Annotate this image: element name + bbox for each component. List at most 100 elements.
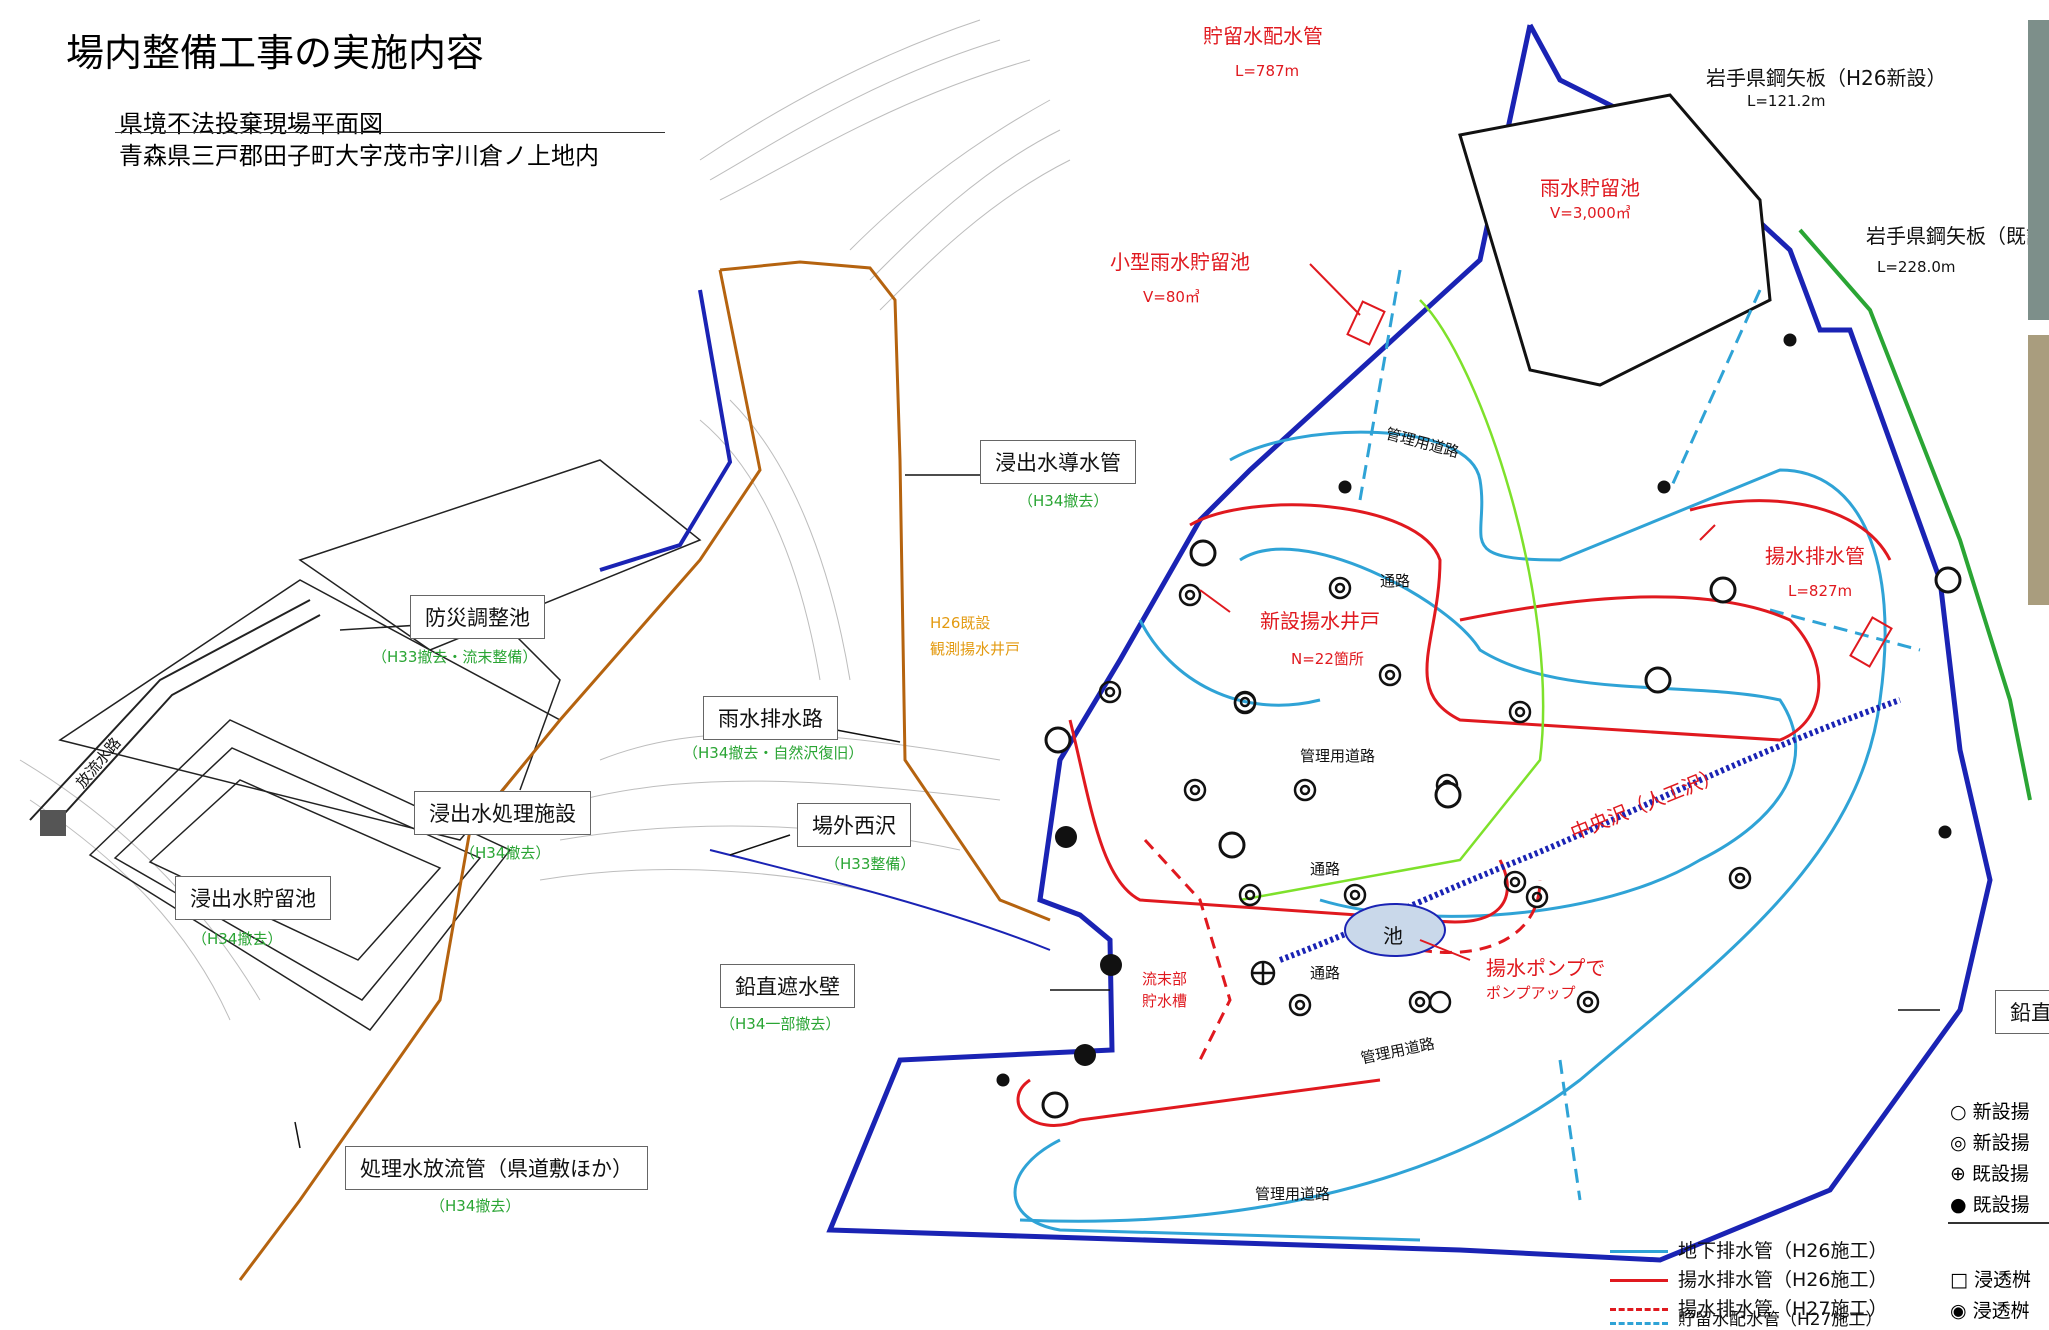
wells-new-double [1098, 576, 1752, 1017]
legend-symbol-4-label: 既設揚 [1972, 1194, 2030, 1216]
red-pump-pipes-dashed [1143, 838, 1542, 1061]
photo-thumbnail-2 [2028, 335, 2049, 605]
legend-symbol-4-glyph: ● [1950, 1194, 1967, 1216]
subtitle-1: 県境不法投棄現場平面図 [119, 110, 383, 138]
label-iwate-old: 岩手県鋼矢板（既設） [1866, 224, 2049, 248]
red-pump-pipes [1016, 499, 1892, 1127]
note-leach-facility: （H34撤去） [460, 844, 551, 862]
label-new-well: 新設揚水井戸 [1260, 609, 1380, 633]
label-rain-pond: 雨水貯留池 [1540, 176, 1640, 200]
label-small-pond: 小型雨水貯留池 [1110, 250, 1250, 274]
infiltration-pits [996, 333, 1952, 1087]
box-west-valley: 場外西沢 [797, 803, 911, 847]
box-cutoff-right: 鉛直 [1995, 990, 2049, 1034]
label-small-pond-v: V=80㎥ [1143, 288, 1200, 306]
photo-thumbnail-1 [2028, 20, 2049, 320]
label-storage-pipe: 貯留水配水管 [1203, 24, 1323, 48]
label-iwate-new-len: L=121.2m [1747, 92, 1826, 110]
legend-symbol-4: ● 既設揚 [1950, 1190, 2030, 1217]
legend-symbol-2-label: 新設揚 [1972, 1132, 2030, 1154]
label-terminal-2: 貯水槽 [1142, 992, 1188, 1010]
box-discharge: 処理水放流管（県道敷ほか） [345, 1146, 648, 1190]
cyan-drains [1013, 430, 1887, 1242]
box-leach-facility: 浸出水処理施設 [414, 791, 591, 835]
pond [1344, 903, 1446, 957]
label-rain-pond-v: V=3,000㎥ [1550, 204, 1631, 222]
legend-symbol-1: ○ 新設揚 [1950, 1097, 2030, 1124]
label-orange-well: 観測揚水井戸 [930, 640, 1021, 658]
label-iwate-new: 岩手県鋼矢板（H26新設） [1706, 66, 1947, 90]
label-iwate-old-len: L=228.0m [1877, 258, 1956, 276]
legend-symbol-6-glyph: ◉ [1950, 1300, 1967, 1322]
box-leach-storage: 浸出水貯留池 [175, 876, 331, 920]
note-leach-conduit: （H34撤去） [1018, 492, 1109, 510]
legend-symbol-1-glyph: ○ [1950, 1101, 1967, 1123]
subtitle-2: 青森県三戸郡田子町大字茂市字川倉ノ上地内 [119, 142, 599, 170]
rain-pond [1458, 93, 1772, 387]
legend-symbol-5-label: 浸透桝 [1974, 1269, 2032, 1291]
legend-symbol-6: ◉ 浸透桝 [1950, 1296, 2030, 1323]
outflow-grid [40, 810, 66, 836]
wells-new-single [1041, 539, 1962, 1119]
box-leach-conduit: 浸出水導水管 [980, 440, 1136, 484]
label-pump-up: 揚水ポンプで [1486, 956, 1606, 980]
note-leach-storage: （H34撤去） [192, 930, 283, 948]
wells-existing [1055, 826, 1122, 1066]
legend-label-4: 貯留水配水管（H27施工） [1678, 1310, 1883, 1330]
small-rain-pond [1346, 300, 1386, 346]
label-road-2: 通路 [1310, 964, 1341, 982]
note-disaster-pond: （H33撤去・流末整備） [372, 648, 538, 666]
leach-storage-structure [58, 459, 702, 1031]
label-pump-pipe: 揚水排水管 [1765, 544, 1865, 568]
note-discharge: （H34撤去） [430, 1197, 521, 1215]
blue-conduit [599, 289, 733, 572]
label-road-1: 通路 [1310, 860, 1341, 878]
green-sheet-pile [1798, 228, 2032, 801]
label-pond: 池 [1383, 924, 1403, 948]
well-existing-plus [1250, 960, 1276, 986]
legend-symbol-2: ◎ 新設揚 [1950, 1128, 2030, 1155]
label-mgmt-road-4: 管理用道路 [1255, 1185, 1331, 1203]
label-terminal: 流末部 [1142, 970, 1188, 988]
lime-pipe [1239, 299, 1545, 902]
note-rain-channel: （H34撤去・自然沢復旧） [683, 744, 864, 762]
legend-divider [1948, 1222, 2049, 1224]
box-disaster-pond: 防災調整池 [410, 595, 545, 639]
label-pump-pipe-len: L=827m [1788, 582, 1853, 600]
legend-symbol-2-glyph: ◎ [1950, 1132, 1967, 1154]
legend-symbol-1-label: 新設揚 [1972, 1101, 2030, 1123]
cyan-dashed [1358, 269, 1921, 1201]
legend-line-1 [1610, 1250, 1668, 1253]
legend-symbol-6-label: 浸透桝 [1972, 1300, 2030, 1322]
note-cutoff-wall: （H34一部撤去） [720, 1015, 841, 1033]
legend-symbol-5-glyph: □ [1950, 1269, 1968, 1291]
legend-symbol-3-label: 既設揚 [1971, 1163, 2029, 1185]
west-valley-line [709, 849, 1051, 951]
subtitle-divider [115, 132, 665, 133]
brown-conduit [238, 260, 1051, 1281]
legend-label-2: 揚水排水管（H26施工） [1678, 1269, 1888, 1291]
legend-label-1: 地下排水管（H26施工） [1678, 1240, 1888, 1262]
page-title: 場内整備工事の実施内容 [66, 31, 485, 75]
box-cutoff-wall: 鉛直遮水壁 [720, 964, 855, 1008]
legend-line-3 [1610, 1308, 1668, 1311]
label-orange-h26: H26既設 [930, 614, 991, 632]
legend-line-2 [1610, 1279, 1668, 1282]
red-leaders [1199, 263, 1716, 961]
label-pump-up-2: ポンプアップ [1486, 984, 1576, 1002]
label-road-3: 通路 [1380, 572, 1411, 590]
legend-label-3: 揚水排水管（H27施工） [1678, 1298, 1888, 1320]
red-hatched-tank [1849, 616, 1893, 668]
label-storage-pipe-len: L=787m [1235, 62, 1300, 80]
legend-line-4 [1610, 1322, 1668, 1325]
box-rain-channel: 雨水排水路 [703, 696, 838, 740]
legend-symbol-3: ⊕ 既設揚 [1950, 1159, 2029, 1186]
legend-symbol-5: □ 浸透桝 [1950, 1265, 2031, 1292]
label-new-well-n: N=22箇所 [1291, 650, 1364, 668]
legend-symbol-3-glyph: ⊕ [1950, 1163, 1966, 1185]
outflow-channel [29, 599, 321, 836]
label-mgmt-road-2: 管理用道路 [1300, 747, 1376, 765]
boundary-blue [826, 23, 1993, 1263]
note-west-valley: （H33整備） [825, 855, 916, 873]
